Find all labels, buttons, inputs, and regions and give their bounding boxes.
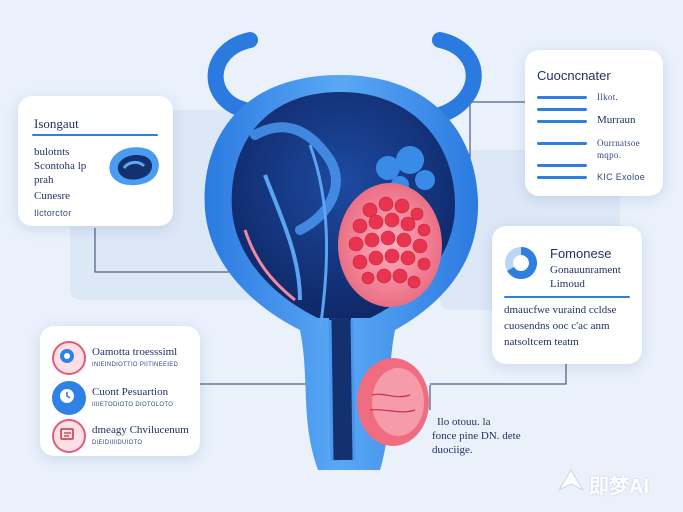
bar-rule <box>537 164 587 167</box>
title-rule <box>32 134 158 136</box>
info-card-left-top: Isongaut bulotnts Scontoha lp prah Cunes… <box>18 96 173 226</box>
card-row: Ourrnatsoe <box>597 138 640 148</box>
card-title: Cuocncnater <box>537 68 611 83</box>
card-line: Cunesre <box>34 190 71 202</box>
card-body-line: dmaucfwe vuraind ccldse <box>504 304 617 316</box>
item-title: Cuont Pesuartion <box>92 386 169 398</box>
organ-thumbnail-icon <box>109 147 159 186</box>
target-icon <box>60 349 74 363</box>
info-card-right-mid: Fomonese Gonauunrament Limoud dmaucfwe v… <box>492 226 642 364</box>
info-card-right-top: Cuocncnater Ilkot. Murraun Ourrnatsoe mq… <box>525 50 663 196</box>
watermark-logo-icon <box>557 469 585 492</box>
card-title: Fomonese <box>550 246 612 261</box>
item-icon <box>52 341 86 375</box>
annotation-line: Ilo otouu. la <box>437 416 491 428</box>
card-row: Ilkot. <box>597 92 619 102</box>
item-title: dmeagy Chvilucenum <box>92 424 189 436</box>
card-line: prah <box>34 174 54 186</box>
card-subtitle: Limoud <box>550 278 585 290</box>
item-detail: IIIIETODIOTO DIOTOLOTO <box>92 402 174 408</box>
item-detail: DIEIDIIIIDUIOTO <box>92 440 143 446</box>
card-subtitle: Gonauunrament <box>550 264 621 276</box>
clock-icon <box>60 389 74 403</box>
card-row: KIC Exoloe <box>597 172 646 182</box>
item-detail: INIEINDIOTTIO PIITINEEIED <box>92 362 179 368</box>
card-body-line: natsoltcem teatm <box>504 336 579 348</box>
card-body-line: cuosendns ooc c'ac anm <box>504 320 610 332</box>
bar-rule <box>537 176 587 179</box>
bar-rule <box>537 108 587 111</box>
bar-rule <box>537 96 587 99</box>
card-row: mqpo. <box>597 150 622 160</box>
card-footer: Ilctorctor <box>34 208 72 218</box>
card-row: Murraun <box>597 114 636 126</box>
gland-cells <box>348 196 431 289</box>
item-icon <box>52 381 86 415</box>
document-icon <box>60 428 74 440</box>
info-card-left-bottom: Oamotta troesssiml INIEINDIOTTIO PIITINE… <box>40 326 200 456</box>
card-line: Scontoha lp <box>34 160 87 172</box>
bar-rule <box>537 142 587 145</box>
card-title: Isongaut <box>34 116 79 131</box>
item-icon <box>52 419 86 453</box>
annotation-line: duociige. <box>432 444 473 456</box>
divider-rule <box>504 296 630 298</box>
annotation-line: fonce pine DN. dete <box>432 430 521 442</box>
bar-rule <box>537 120 587 123</box>
card-line: bulotnts <box>34 146 70 158</box>
item-title: Oamotta troesssiml <box>92 346 178 358</box>
donut-chart-icon <box>505 247 537 279</box>
watermark-text: 即梦AI <box>589 476 649 498</box>
